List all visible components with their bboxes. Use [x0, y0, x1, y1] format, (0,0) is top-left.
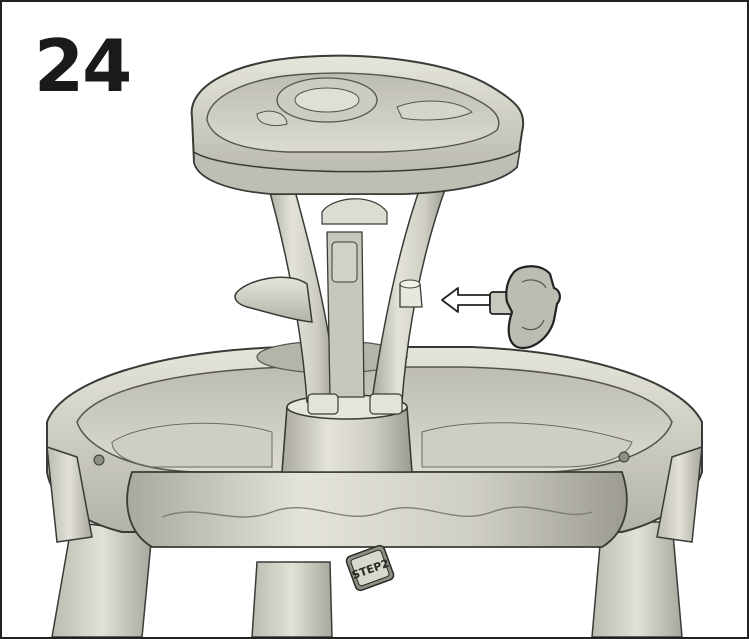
insert-arrow-icon	[441, 287, 491, 313]
step-number: 24	[34, 24, 132, 108]
upper-tray	[190, 54, 525, 195]
wing-knob-part	[489, 265, 561, 350]
center-column	[234, 179, 449, 473]
step2-logo-icon: STEP2	[345, 544, 395, 592]
